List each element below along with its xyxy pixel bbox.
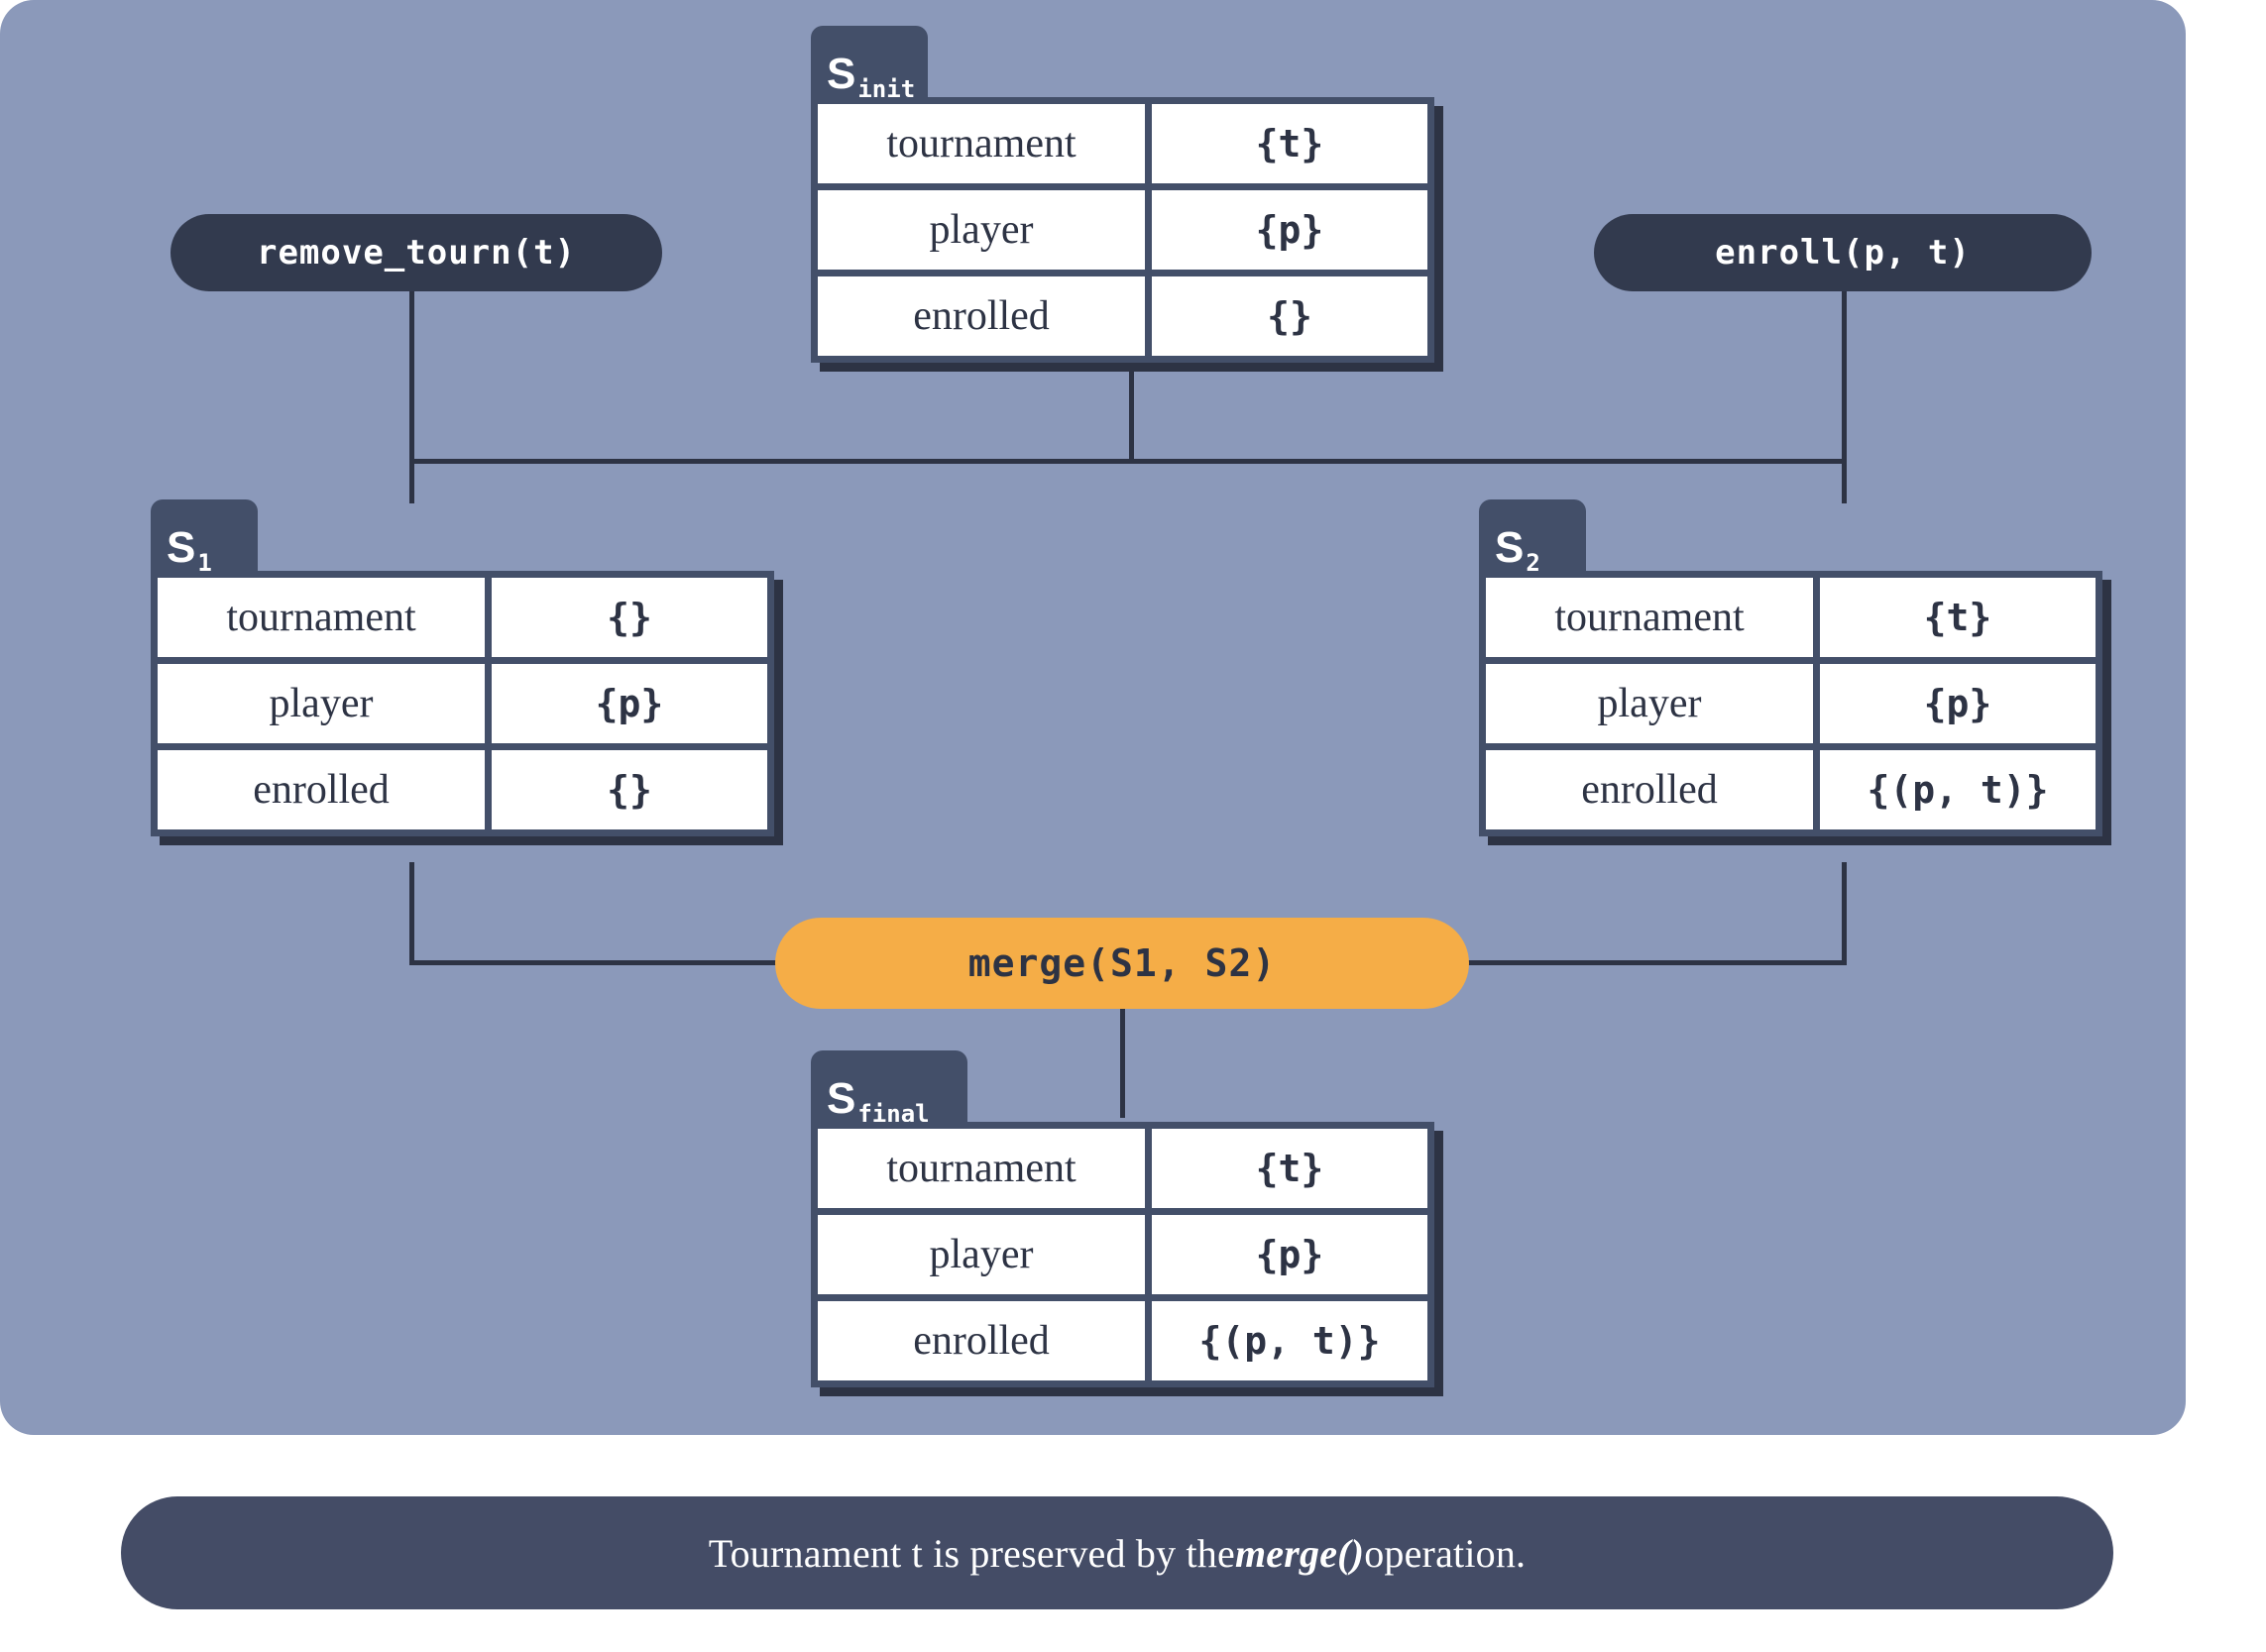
table-cell-value: {p} (1152, 190, 1427, 270)
connector-s1-to-merge (409, 960, 778, 965)
state-table-s2: tournament {t} player {p} enrolled {(p, … (1479, 571, 2102, 836)
table-cell-key: enrolled (1486, 750, 1813, 829)
connector-bus-horizontal (409, 459, 1847, 464)
state-tab-subscript: 1 (197, 549, 212, 577)
table-cell-key: tournament (158, 578, 485, 657)
state-tab-s2: S 2 (1479, 499, 1586, 575)
table-cell-value: {p} (1152, 1215, 1427, 1294)
connector-s2-to-merge (1466, 960, 1847, 965)
table-cell-value: {p} (1820, 664, 2096, 743)
table-row: tournament {t} (818, 104, 1427, 183)
table-cell-key: player (158, 664, 485, 743)
table-row: enrolled {} (158, 750, 767, 829)
connector-enroll-to-s2 (1842, 289, 1847, 503)
state-tab-init: S init (811, 26, 928, 101)
table-cell-value: {(p, t)} (1152, 1301, 1427, 1380)
table-cell-value: {} (492, 750, 767, 829)
table-cell-value: {t} (1820, 578, 2096, 657)
operation-remove-tourn[interactable]: remove_tourn(t) (170, 214, 662, 291)
table-row: player {p} (818, 190, 1427, 270)
table-row: enrolled {} (818, 276, 1427, 356)
state-table-init: tournament {t} player {p} enrolled {} (811, 97, 1434, 363)
table-cell-key: enrolled (818, 276, 1145, 356)
state-tab-s1: S 1 (151, 499, 258, 575)
table-row: player {p} (818, 1215, 1427, 1294)
table-cell-key: enrolled (158, 750, 485, 829)
state-tab-label: S (1495, 523, 1525, 573)
state-tab-label: S (827, 1074, 856, 1124)
table-row: player {p} (158, 664, 767, 743)
table-cell-value: {} (1152, 276, 1427, 356)
state-tab-label: S (167, 523, 196, 573)
table-row: tournament {t} (1486, 578, 2096, 657)
connector-remove-tourn-to-s1 (409, 289, 414, 503)
connector-merge-to-final (1120, 1007, 1125, 1118)
state-tab-final: S final (811, 1050, 967, 1126)
table-row: enrolled {(p, t)} (1486, 750, 2096, 829)
table-cell-value: {} (492, 578, 767, 657)
table-cell-key: enrolled (818, 1301, 1145, 1380)
table-row: tournament {t} (818, 1129, 1427, 1208)
table-cell-key: player (818, 1215, 1145, 1294)
table-cell-value: {p} (492, 664, 767, 743)
caption-text-after: operation. (1364, 1530, 1527, 1576)
operation-merge[interactable]: merge(S1, S2) (775, 918, 1469, 1009)
connector-s1-down (409, 862, 414, 963)
table-row: player {p} (1486, 664, 2096, 743)
table-row: enrolled {(p, t)} (818, 1301, 1427, 1380)
table-cell-key: tournament (1486, 578, 1813, 657)
diagram-panel: remove_tourn(t) enroll(p, t) merge(S1, S… (0, 0, 2186, 1435)
table-cell-key: player (818, 190, 1145, 270)
state-table-s1: tournament {} player {p} enrolled {} (151, 571, 774, 836)
table-cell-value: {t} (1152, 104, 1427, 183)
table-cell-value: {(p, t)} (1820, 750, 2096, 829)
table-cell-key: player (1486, 664, 1813, 743)
state-table-final: tournament {t} player {p} enrolled {(p, … (811, 1122, 1434, 1387)
state-tab-label: S (827, 50, 856, 99)
table-cell-key: tournament (818, 1129, 1145, 1208)
caption-text-before: Tournament t is preserved by the (708, 1530, 1235, 1576)
table-cell-value: {t} (1152, 1129, 1427, 1208)
state-tab-subscript: 2 (1526, 549, 1540, 577)
caption-emphasis: merge() (1234, 1530, 1365, 1576)
connector-s2-down (1842, 862, 1847, 963)
table-row: tournament {} (158, 578, 767, 657)
connector-init-to-bus (1129, 289, 1134, 464)
table-cell-key: tournament (818, 104, 1145, 183)
caption-bar: Tournament t is preserved by the merge()… (121, 1496, 2113, 1609)
operation-enroll[interactable]: enroll(p, t) (1594, 214, 2092, 291)
